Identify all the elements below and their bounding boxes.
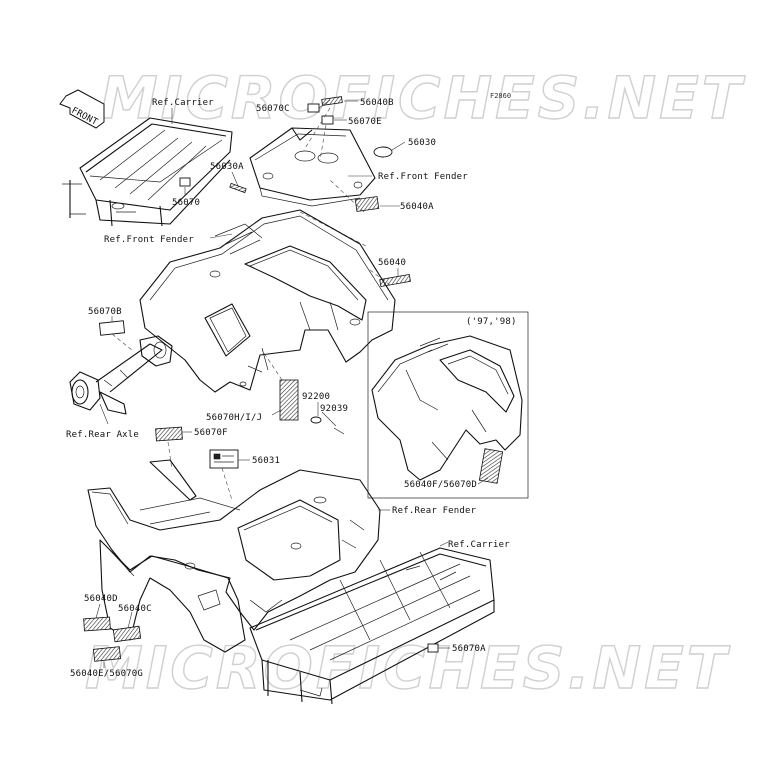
decal-56030A bbox=[229, 182, 247, 194]
label-56070F: 56070F bbox=[194, 428, 228, 438]
label-56040: 56040 bbox=[378, 258, 406, 268]
decal-56040D bbox=[83, 616, 111, 632]
bottom-carrier-drawing bbox=[249, 547, 495, 705]
figure-code: F2860 bbox=[490, 92, 511, 100]
label-92039: 92039 bbox=[320, 404, 348, 414]
label-56070HIJ: 56070H/I/J bbox=[206, 413, 262, 423]
label-56030A: 56030A bbox=[210, 162, 244, 172]
inset-frame bbox=[367, 311, 529, 499]
label-92200: 92200 bbox=[302, 392, 330, 402]
pin-92039 bbox=[333, 427, 345, 435]
label-56040A: 56040A bbox=[400, 202, 434, 212]
label-56040C: 56040C bbox=[118, 604, 152, 614]
label-56070B: 56070B bbox=[88, 307, 122, 317]
decal-56070F bbox=[155, 426, 183, 442]
decal-56070E bbox=[321, 115, 334, 125]
decal-56040A bbox=[354, 196, 380, 212]
label-56070: 56070 bbox=[172, 198, 200, 208]
label-56040F-56070D: 56040F/56070D bbox=[404, 480, 477, 490]
front-fender-top-drawing bbox=[249, 127, 376, 207]
ref-carrier-top-label: Ref.Carrier bbox=[152, 98, 214, 108]
rear-fender-drawing bbox=[87, 459, 381, 653]
decal-56070C bbox=[307, 103, 320, 113]
front-fender-main-drawing bbox=[139, 209, 396, 393]
label-56040E-56070G: 56040E/56070G bbox=[70, 669, 143, 679]
ref-front-fender-small-label: Ref.Front Fender bbox=[378, 172, 468, 182]
label-56040B: 56040B bbox=[360, 98, 394, 108]
decal-56040 bbox=[379, 273, 411, 288]
decal-56040C bbox=[112, 625, 142, 643]
label-56070C: 56070C bbox=[256, 104, 290, 114]
decal-56070B bbox=[98, 320, 126, 336]
label-56070A: 56070A bbox=[452, 644, 486, 654]
ref-rear-fender-label: Ref.Rear Fender bbox=[392, 506, 477, 516]
label-56031: 56031 bbox=[252, 456, 280, 466]
decal-56070A bbox=[427, 643, 439, 653]
washer-92200 bbox=[310, 416, 322, 424]
decal-56040B bbox=[321, 96, 343, 106]
decal-56070-top bbox=[179, 177, 191, 187]
inset-years-label: ('97,'98) bbox=[466, 317, 517, 327]
decal-56030 bbox=[373, 146, 393, 158]
watermark-top: MICROFICHES.NET bbox=[100, 64, 746, 132]
decal-56070HIJ bbox=[279, 379, 299, 421]
watermark-bottom: MICROFICHES.NET bbox=[85, 634, 731, 702]
decal-56040E-56070G bbox=[93, 646, 121, 662]
ref-carrier-bottom-label: Ref.Carrier bbox=[448, 540, 510, 550]
front-arrow-icon: FRONT bbox=[59, 89, 105, 129]
ref-front-fender-main-label: Ref.Front Fender bbox=[104, 235, 194, 245]
decal-56040F-56070D bbox=[478, 448, 504, 484]
label-56040D: 56040D bbox=[84, 594, 118, 604]
label-56070E: 56070E bbox=[348, 117, 382, 127]
ref-rear-axle-label: Ref.Rear Axle bbox=[66, 430, 139, 440]
label-56030: 56030 bbox=[408, 138, 436, 148]
inset-fender-drawing bbox=[371, 335, 523, 481]
top-carrier-drawing bbox=[62, 117, 233, 227]
rear-axle-drawing bbox=[69, 335, 173, 415]
